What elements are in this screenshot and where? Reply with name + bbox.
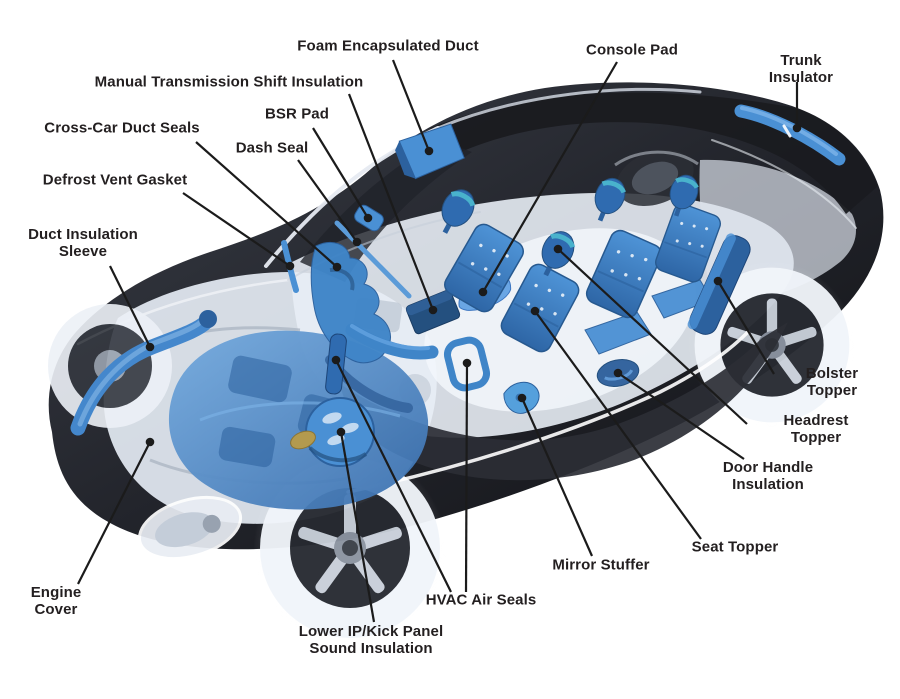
label-lower-ip-kick-panel-sound-insulation: Lower IP/Kick Panel Sound Insulation — [298, 623, 444, 657]
label-duct-insulation-sleeve: Duct Insulation Sleeve — [28, 226, 138, 260]
label-seat-topper: Seat Topper — [691, 538, 779, 556]
label-door-handle-insulation: Door Handle Insulation — [722, 459, 814, 493]
label-bsr-pad: BSR Pad — [264, 105, 330, 123]
trunk-insulator-part — [734, 104, 846, 166]
label-cross-car-duct-seals: Cross-Car Duct Seals — [44, 119, 200, 137]
label-dash-seal: Dash Seal — [235, 139, 309, 157]
label-mirror-stuffer: Mirror Stuffer — [552, 556, 650, 574]
label-trunk-insulator: Trunk Insulator — [768, 52, 834, 86]
label-engine-cover: Engine Cover — [30, 584, 82, 618]
label-bolster-topper: Bolster Topper — [805, 365, 859, 399]
label-console-pad: Console Pad — [586, 41, 678, 59]
label-foam-encapsulated-duct: Foam Encapsulated Duct — [297, 37, 479, 55]
door-lower-panel — [340, 322, 788, 481]
kick-panel-insulation-part — [305, 397, 375, 467]
headlight — [137, 496, 243, 560]
blower-motor — [290, 430, 316, 450]
label-headrest-topper: Headrest Topper — [783, 412, 849, 446]
label-hvac-air-seals: HVAC Air Seals — [425, 591, 537, 609]
label-manual-transmission-shift-insulation: Manual Transmission Shift Insulation — [94, 73, 364, 91]
label-defrost-vent-gasket: Defrost Vent Gasket — [42, 171, 188, 189]
